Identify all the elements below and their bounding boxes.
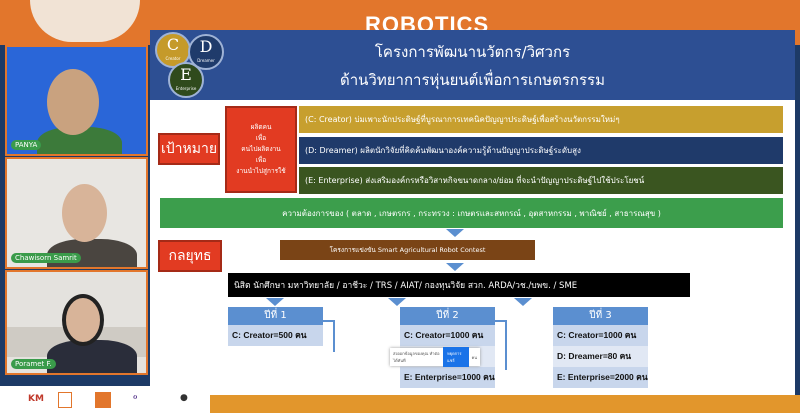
goal-dreamer: (D: Dreamer) ผลิตนักวิจัยที่คิดค้นพัฒนาอ… <box>299 137 783 164</box>
participant-name: Chawisorn Samrit <box>11 253 81 263</box>
kmitl-logo: KM <box>28 394 44 404</box>
nxpo-logo: ● <box>180 393 188 403</box>
participants-bar: นิสิต นักศึกษา มหาวิทยาลัย / อาชีวะ / TR… <box>228 273 690 297</box>
participant-video <box>47 69 99 135</box>
goal-creator: (C: Creator) บ่มเพาะนักประดิษฐ์ที่บูรณาก… <box>299 106 783 133</box>
phase-1: ปีที่ 1 C: Creator=500 คน <box>228 307 323 346</box>
goal-label: เป้าหมาย <box>158 133 220 165</box>
sponsor-logo <box>95 392 111 408</box>
needs-bar: ความต้องการของ ( ตลาด , เกษตรกร , กระทรว… <box>160 198 783 228</box>
video-tile-poramet[interactable]: Poramet F. <box>5 270 148 375</box>
stop-sharing-button[interactable]: หยุดการแชร์ <box>443 347 469 367</box>
participant-name: PANYA <box>11 140 42 150</box>
participant-name: Poramet F. <box>11 359 56 369</box>
screen-share-popup: ส่งออกข้อมูลของคุณ ทำต่อได้ทันที หยุดการ… <box>390 347 480 367</box>
goal-box: ผลิตคนเพื่อคนไปผลิตงานเพื่องานนำไปสู่การ… <box>225 106 297 193</box>
sponsor-logo: ℴ <box>133 392 138 402</box>
video-tile-chawisorn[interactable]: Chawisorn Samrit <box>5 157 148 269</box>
phase-3: ปีที่ 3 C: Creator=1000 คน D: Dreamer=80… <box>553 307 648 388</box>
participant-video <box>62 184 107 242</box>
slide-title-line1: โครงการพัฒนานวัตกร/วิศวกร <box>374 43 571 61</box>
strategy-label: กลยุทธ <box>158 240 222 272</box>
sponsor-logos: KM ℴ ● <box>0 386 210 413</box>
slide-title-line2: ด้านวิทยาการหุ่นยนต์เพื่อการเกษตรกรรม <box>340 71 605 89</box>
sponsor-logo <box>58 392 72 408</box>
contest-bar: โครงการแข่งขัน Smart Agricultural Robot … <box>280 240 535 260</box>
video-tile-panya[interactable]: PANYA <box>5 45 148 156</box>
participant-video <box>62 294 104 346</box>
goal-enterprise: (E: Enterprise) ส่งเสริมองค์กรหรือวิสาหก… <box>299 167 783 194</box>
